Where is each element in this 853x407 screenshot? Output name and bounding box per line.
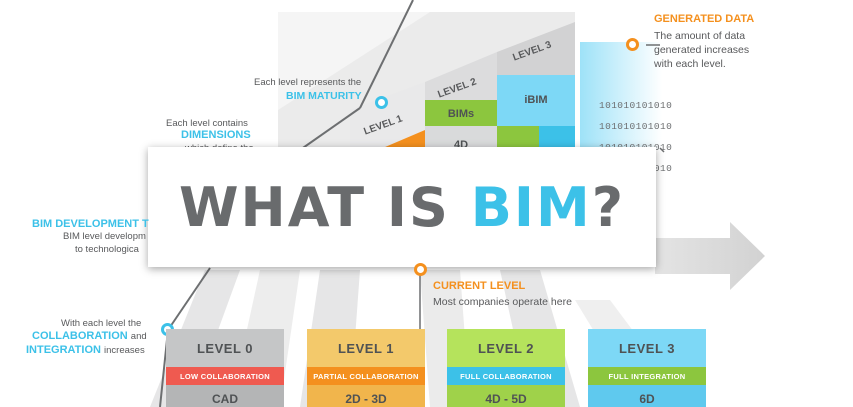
current-level-marker-icon [414,263,427,276]
level-0-bar: LOW COLLABORATION [166,367,284,385]
dimensions-text: Each level contains [166,118,248,129]
generated-data-heading: GENERATED DATA [654,13,755,25]
title-part-2: BIM [470,175,592,239]
collaboration-text: With each level the [61,318,142,329]
level-3-bar: FULL INTEGRATION [588,367,706,385]
level-2-column: LEVEL 2 FULL COLLABORATION 4D - 5D [447,329,565,407]
level-2-name: LEVEL 2 [447,329,565,367]
title-part-1: WHAT IS [178,175,471,239]
level-0-column: LEVEL 0 LOW COLLABORATION CAD [166,329,284,407]
development-heading: BIM DEVELOPMENT T [32,218,149,230]
stair-cell-bims: BIMs [447,108,475,120]
level-1-bottom: 2D - 3D [307,385,425,407]
integration-line: INTEGRATION increases [26,344,145,357]
maturity-text: Each level represents the [254,77,362,88]
development-line-1: BIM level developm [63,231,146,242]
level-0-bottom: CAD [166,385,284,407]
stair-cell-ibim: iBIM [524,94,548,106]
level-3-bottom: 6D [588,385,706,407]
integration-suffix: increases [104,345,145,356]
dimensions-highlight: DIMENSIONS [181,129,251,141]
title-banner: WHAT IS BIM? [148,147,656,267]
level-1-bar: PARTIAL COLLABORATION [307,367,425,385]
binary-line: 101010101010 [599,121,673,132]
binary-line: 101010101010 [599,100,673,111]
generated-data-body: The amount of data generated increases w… [654,30,750,70]
current-level-body: Most companies operate here [433,296,572,308]
maturity-highlight: BIM MATURITY [286,90,362,102]
level-0-name: LEVEL 0 [166,329,284,367]
generated-data-marker-icon [626,38,639,51]
level-1-name: LEVEL 1 [307,329,425,367]
level-2-bar: FULL COLLABORATION [447,367,565,385]
collaboration-highlight: COLLABORATION [32,330,128,342]
level-2-bottom: 4D - 5D [447,385,565,407]
current-level-heading: CURRENT LEVEL [433,280,526,292]
page-title: WHAT IS BIM? [179,176,625,239]
integration-highlight: INTEGRATION [26,344,101,356]
maturity-marker-icon [375,96,388,109]
collaboration-and: and [130,331,147,342]
title-part-3: ? [591,175,626,239]
development-line-2: to technologica [75,244,139,255]
level-1-column: LEVEL 1 PARTIAL COLLABORATION 2D - 3D [307,329,425,407]
collaboration-line: COLLABORATION and [32,330,147,343]
level-3-name: LEVEL 3 [588,329,706,367]
level-3-column: LEVEL 3 FULL INTEGRATION 6D [588,329,706,407]
